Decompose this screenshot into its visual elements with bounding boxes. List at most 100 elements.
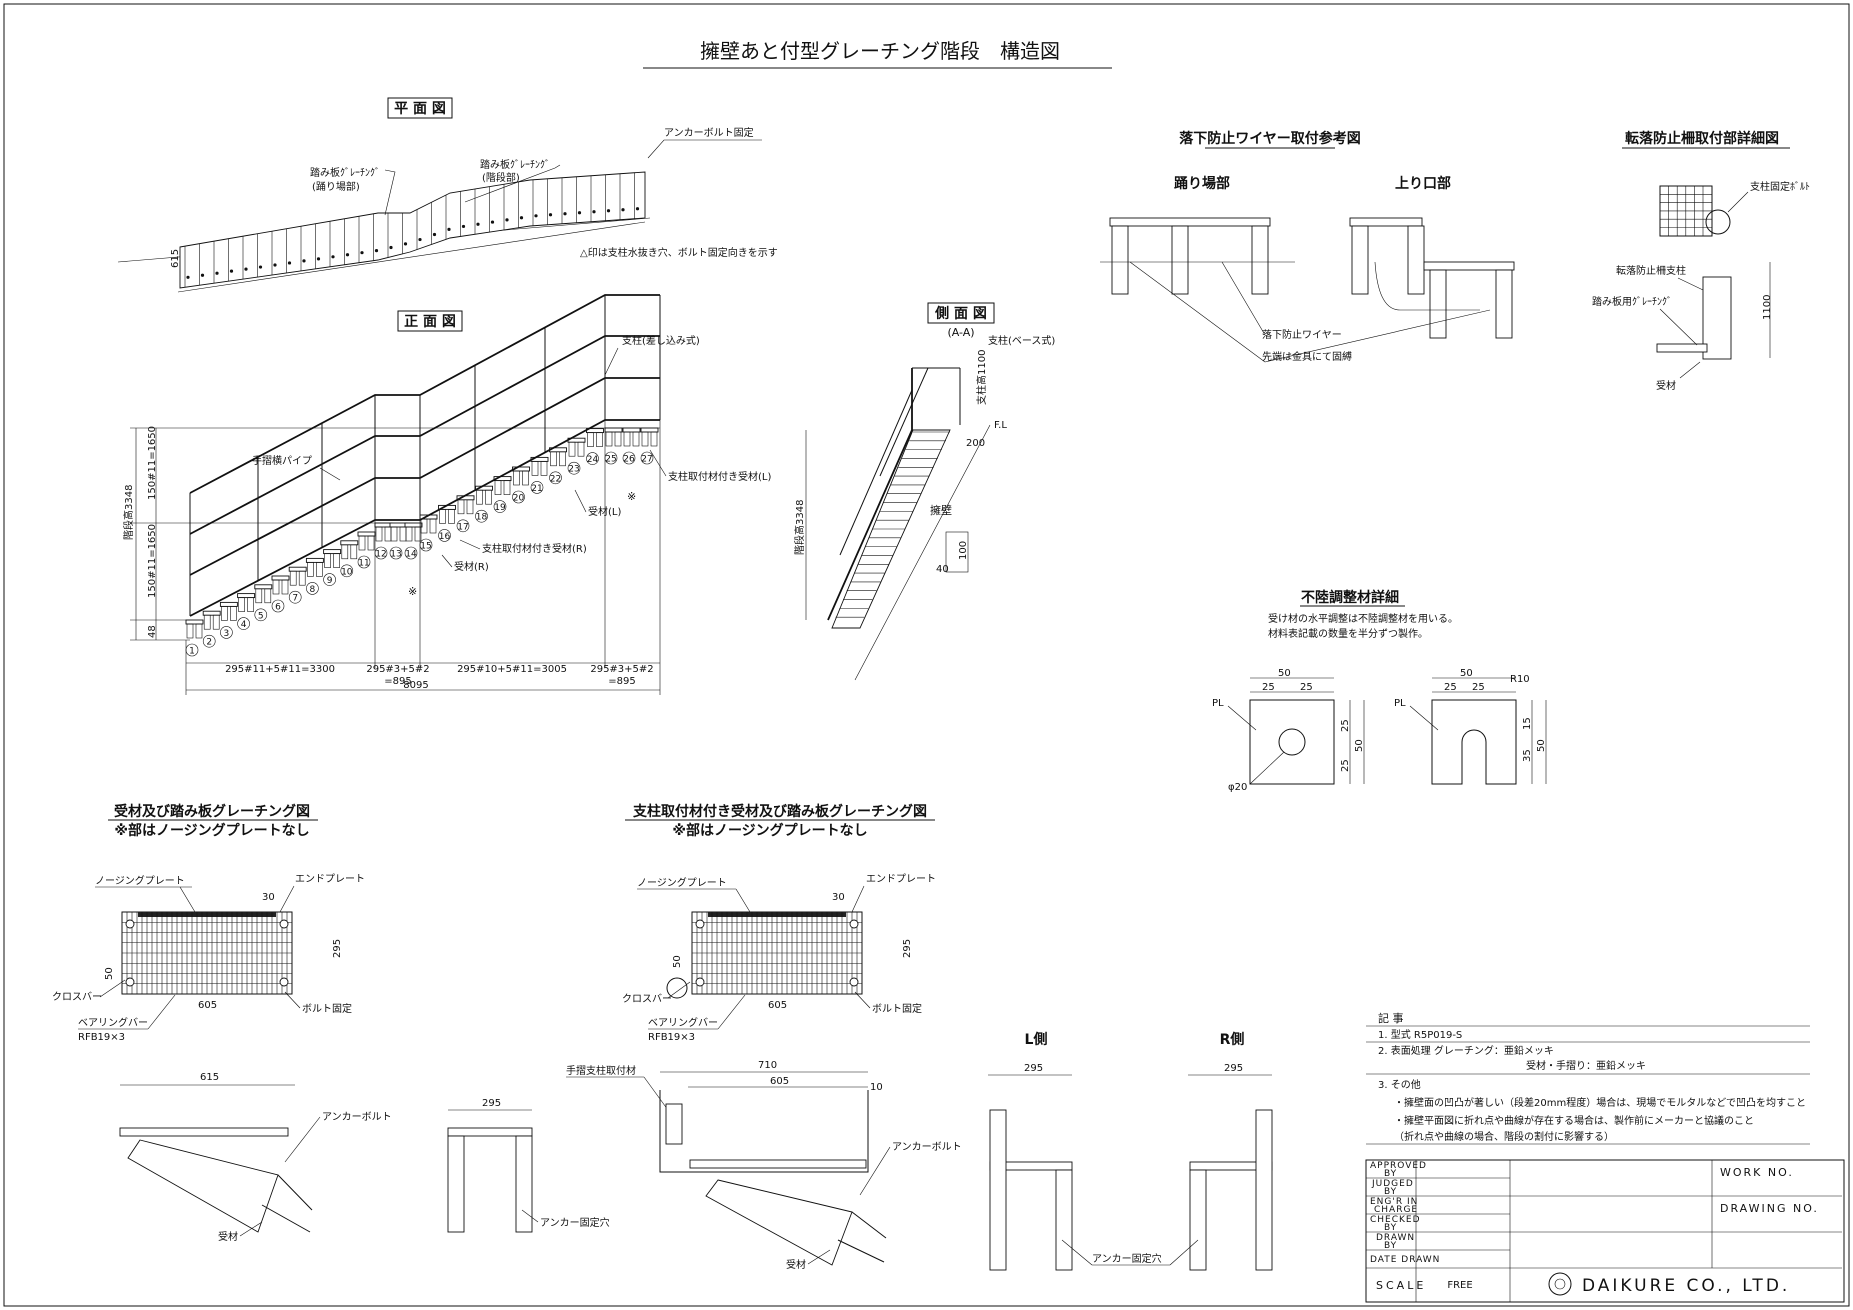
grating2-grid — [691, 911, 863, 995]
grating1-hole: アンカー固定穴 — [540, 1216, 610, 1229]
front-receiver — [281, 579, 289, 595]
grating2-d50: 50 — [672, 955, 683, 968]
grating1-anchor-1 — [277, 1174, 313, 1211]
fence-title: 転落防止柵取付部詳細図 — [1625, 130, 1779, 147]
grating1-anchor: アンカーボルト — [322, 1111, 392, 1123]
plan-bolt-icon — [418, 237, 422, 242]
front-receiver — [390, 526, 398, 542]
front-tread — [340, 540, 359, 546]
front-receiver — [420, 518, 428, 534]
wire-landing-deck — [1109, 217, 1271, 227]
plan-bolt-icon — [577, 211, 582, 215]
front-receiver — [614, 431, 622, 447]
fence-post-leader — [1677, 277, 1704, 291]
step-number-circle — [389, 546, 403, 560]
step-number-circle — [586, 452, 599, 465]
notes-n3b: ・擁壁平面図に折れ点や曲線が存在する場合は、製作前にメーカーと協議のこと — [1394, 1114, 1754, 1127]
grating1-grid — [121, 911, 293, 995]
grating1-front-post-l — [447, 1135, 465, 1233]
wire-landing-post-1 — [1111, 225, 1129, 295]
grating2-tread — [689, 1159, 867, 1169]
front-receiver — [350, 544, 358, 560]
front-receiver — [439, 509, 446, 524]
front-receiver — [221, 606, 228, 621]
front-receiver — [568, 441, 576, 457]
step-number-circle — [622, 451, 636, 465]
fence-bolt-leader — [1727, 191, 1749, 213]
grating2-anchor: アンカーボルト — [892, 1141, 962, 1153]
tb-work: WORK NO. — [1720, 1166, 1794, 1179]
grating2-post-mount-leader — [643, 1076, 669, 1111]
front-receiver-post-r-leader — [459, 539, 481, 550]
grating1-anchor-leader — [284, 1116, 321, 1163]
wire-entry-post-2 — [1407, 225, 1425, 295]
front-receiver — [307, 562, 314, 577]
grating1-nosing: ノージングプレート — [95, 874, 185, 887]
fence-bolt: 支柱固定ﾎﾞﾙﾄ — [1750, 180, 1810, 193]
grating2-frame — [659, 1090, 869, 1173]
title-block-frame — [1365, 1159, 1845, 1303]
adjust-phi: φ20 — [1228, 782, 1247, 793]
grating2-title: 支柱取付材付き受材及び踏み板グレーチング図 — [632, 803, 927, 820]
grating1-cross-leader — [99, 979, 126, 998]
notes-n3: 3. その他 — [1378, 1078, 1421, 1091]
step-number: 27 — [641, 455, 652, 465]
front-dim-b: 295#3+5#2 — [366, 664, 429, 675]
side-label-box — [927, 302, 995, 324]
front-posts — [189, 295, 661, 616]
wire-entry-deck-2 — [1423, 261, 1515, 271]
step-number: 9 — [327, 576, 333, 586]
step-number-circle — [475, 509, 488, 523]
plan-bolt-icon — [447, 227, 451, 231]
plan-note: △印は支柱水抜き穴、ボルト固定向きを示す — [580, 246, 778, 259]
notes-n1: 1. 型式 R5P019-S — [1378, 1028, 1462, 1041]
front-receiver — [186, 623, 194, 639]
front-tread — [640, 427, 659, 433]
grating2-post-mount-plate — [665, 1103, 683, 1145]
plan-bolt-icon — [374, 249, 379, 253]
step-number: 21 — [531, 484, 542, 494]
grating2-end-leader — [851, 885, 865, 913]
grating1-front-post-r — [515, 1135, 533, 1233]
step-number: 1 — [189, 647, 195, 657]
fence-dim-1100: 1100 — [1762, 295, 1773, 320]
front-receiver — [324, 553, 331, 568]
grating1-receiver-leader — [239, 1221, 263, 1237]
front-receiver — [605, 431, 613, 447]
plan-bolt-icon — [476, 222, 480, 226]
grating1-d615: 615 — [200, 1072, 219, 1083]
side-post-label: 支柱(ベース式) — [988, 334, 1055, 347]
plan-grating-outline — [179, 171, 646, 289]
notes-n2: 2. 表面処理 グレーチング：亜鉛メッキ — [1378, 1044, 1554, 1057]
front-receiver — [247, 597, 254, 612]
tb-company: DAIKURE CO., LTD. — [1582, 1276, 1790, 1296]
notes-n2b: 受材・手摺り：亜鉛メッキ — [1526, 1059, 1646, 1072]
step-number-circle — [202, 634, 216, 648]
adjust-d25c: 25 — [1340, 719, 1351, 732]
step-number: 25 — [605, 455, 616, 465]
grating2-bearing-leader — [717, 994, 746, 1030]
side-rail-2 — [879, 367, 929, 477]
grating1-receiver — [127, 1139, 279, 1233]
front-receiver — [632, 431, 640, 447]
step-number: 12 — [375, 550, 386, 560]
front-handrail-leader — [319, 467, 341, 481]
lr-hole-leader-l — [1061, 1239, 1093, 1266]
adjust-d25a: 25 — [1262, 682, 1275, 693]
tb-checked-by: BY — [1384, 1223, 1397, 1233]
adjust-r10: R10 — [1510, 674, 1530, 685]
adjust-note2: 材料表記載の数量を半分ずつ製作。 — [1268, 627, 1428, 640]
plan-bolt-icon — [345, 253, 350, 257]
wire-entry-post-4 — [1495, 269, 1513, 339]
plan-bolt-icon — [592, 210, 596, 214]
adjust-plate-2 — [1431, 699, 1517, 785]
front-tread — [219, 601, 238, 607]
plan-bolt-icon — [215, 271, 219, 275]
adjust-pl2-leader — [1409, 705, 1439, 731]
fence-grid — [1659, 185, 1713, 237]
adjust-pl1: PL — [1212, 698, 1224, 709]
plan-bolt-icon — [403, 242, 408, 246]
side-fl: F.L — [994, 420, 1007, 431]
plan-dim-615: 615 — [170, 249, 181, 268]
